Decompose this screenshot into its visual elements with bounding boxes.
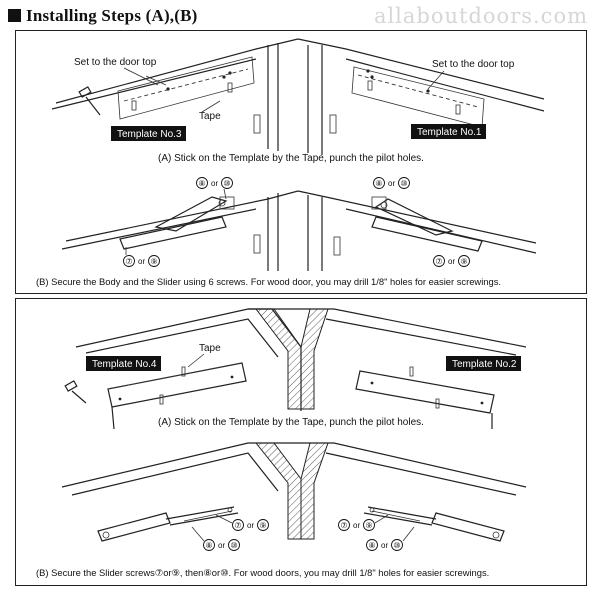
svg-text:⑧: ⑧	[368, 541, 375, 550]
svg-text:⑦: ⑦	[234, 521, 241, 530]
svg-text:⑦: ⑦	[435, 257, 442, 266]
screw-callout-top-right: ⑧ or ⑩	[373, 177, 410, 189]
page-title: Installing Steps (A),(B)	[26, 6, 198, 25]
screw-callout-top-left: ⑧ or ⑩	[196, 177, 233, 200]
template-no2-tag: Template No.2	[446, 356, 521, 371]
svg-text:or: or	[138, 257, 145, 266]
frame-bottom-left	[61, 442, 302, 542]
label-set-door-top-left: Set to the door top	[74, 57, 157, 68]
panel-front-install: Set to the door top Tape Template No.3 S…	[15, 30, 587, 294]
svg-text:⑩: ⑩	[393, 541, 400, 550]
svg-text:⑩: ⑩	[400, 179, 407, 188]
closer-left	[61, 190, 299, 271]
svg-text:⑧: ⑧	[205, 541, 212, 550]
template-no4-tag: Template No.4	[86, 356, 161, 371]
svg-text:⑧: ⑧	[198, 179, 205, 188]
caption-b-parallel: (B) Secure the Slider screws⑦or⑨, then⑧o…	[36, 567, 489, 578]
closer-right	[297, 190, 537, 271]
watermark: allaboutdoors.com	[373, 4, 588, 28]
svg-text:or: or	[211, 179, 218, 188]
svg-text:⑨: ⑨	[460, 257, 467, 266]
template-no1-tag: Template No.1	[411, 124, 486, 139]
svg-text:or: or	[448, 257, 455, 266]
template-no3-tag: Template No.3	[111, 126, 186, 141]
frame-bottom-right	[300, 442, 527, 542]
panel-parallel-drawing: Template No.4 Tape Template No.2 (A) Sti…	[36, 308, 527, 578]
svg-text:⑦: ⑦	[125, 257, 132, 266]
svg-text:⑨: ⑨	[150, 257, 157, 266]
svg-text:⑨: ⑨	[365, 521, 372, 530]
panel-parallel-install: Template No.4 Tape Template No.2 (A) Sti…	[15, 298, 587, 586]
caption-a-parallel: (A) Stick on the Template by the Tape, p…	[158, 417, 424, 428]
caption-a-front: (A) Stick on the Template by the Tape, p…	[158, 153, 424, 164]
svg-text:or: or	[218, 541, 225, 550]
caption-b-front: (B) Secure the Body and the Slider using…	[36, 276, 501, 287]
svg-text:or: or	[388, 179, 395, 188]
frame-top-right	[300, 308, 527, 429]
screw-callout-bottom-left: ⑦ or ⑨	[123, 247, 160, 267]
svg-text:Template No.4: Template No.4	[92, 359, 157, 370]
svg-text:⑦: ⑦	[340, 521, 347, 530]
label-set-door-top-right: Set to the door top	[432, 59, 515, 70]
svg-text:⑧: ⑧	[375, 179, 382, 188]
label-tape: Tape	[199, 111, 221, 122]
label-tape-parallel: Tape	[199, 343, 221, 354]
svg-text:Template No.2: Template No.2	[452, 359, 517, 370]
svg-text:or: or	[353, 521, 360, 530]
screw-callout-parallel-left-top: ⑦ or ⑨	[215, 514, 269, 531]
panel-front-drawing: Set to the door top Tape Template No.3 S…	[36, 38, 545, 287]
svg-text:Template No.3: Template No.3	[117, 129, 182, 140]
svg-text:or: or	[247, 521, 254, 530]
title-bullet-icon	[8, 9, 21, 22]
screw-callout-parallel-right-bottom: ⑧ or ⑩	[366, 526, 415, 551]
svg-text:⑩: ⑩	[230, 541, 237, 550]
header: Installing Steps (A),(B) allaboutdoors.c…	[6, 4, 594, 28]
svg-text:⑨: ⑨	[259, 521, 266, 530]
svg-text:⑩: ⑩	[223, 179, 230, 188]
svg-text:or: or	[381, 541, 388, 550]
screw-callout-bottom-right: ⑦ or ⑨	[433, 255, 470, 267]
svg-text:Template No.1: Template No.1	[417, 127, 482, 138]
screw-callout-parallel-left-bottom: ⑧ or ⑩	[191, 526, 240, 551]
screw-callout-parallel-right-top: ⑦ or ⑨	[338, 514, 389, 531]
door-top-left	[51, 38, 299, 151]
leader-left	[145, 75, 167, 86]
